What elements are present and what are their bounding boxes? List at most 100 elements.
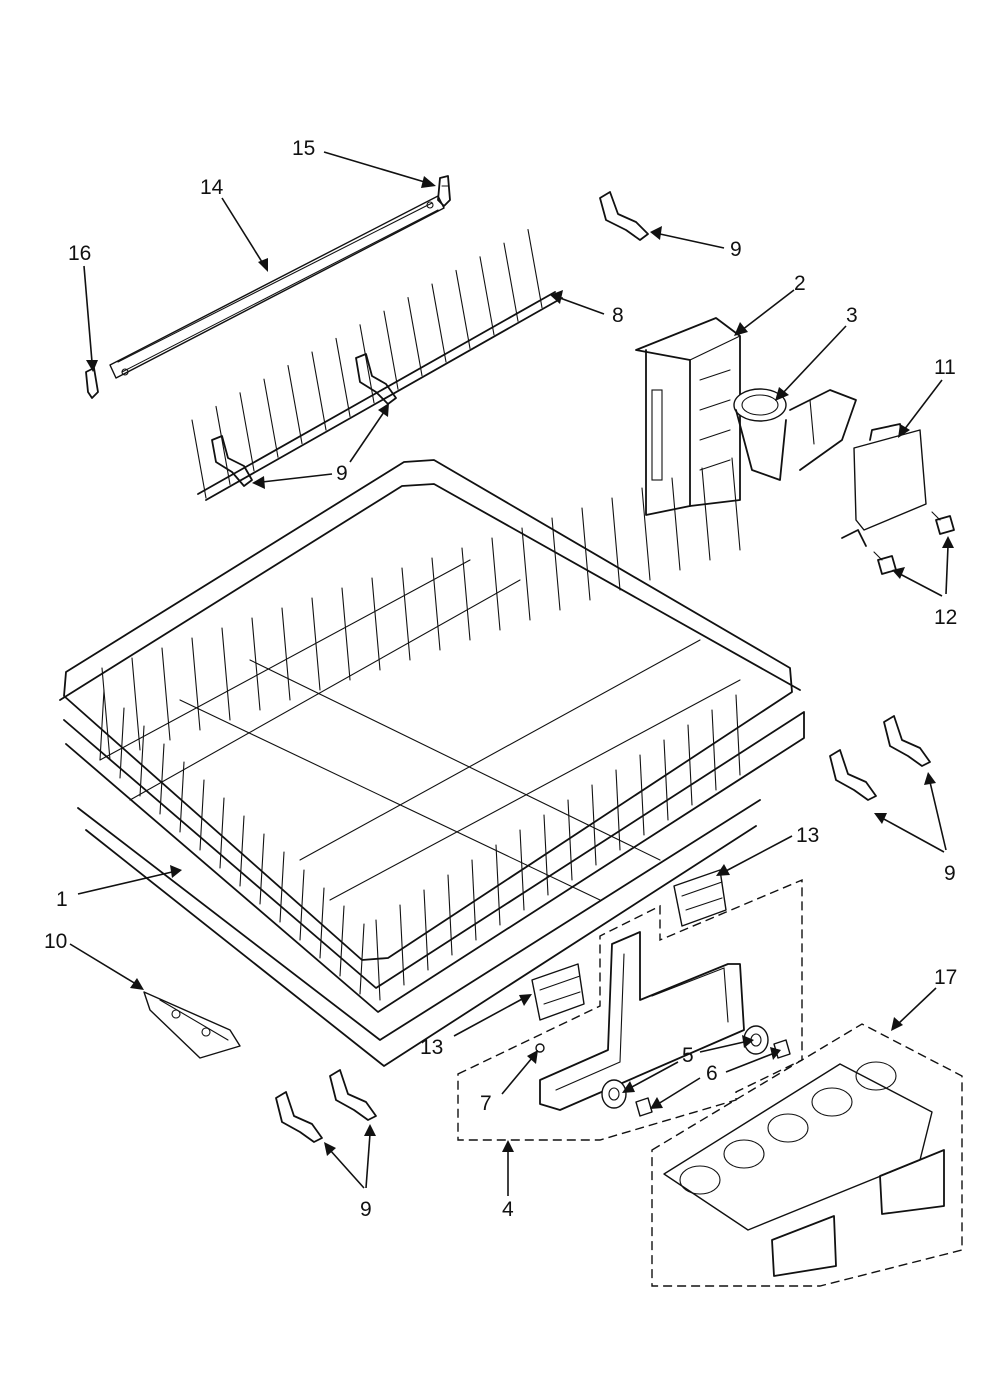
rack-tine <box>319 887 325 959</box>
rack-tine <box>279 851 285 923</box>
rack-tine <box>401 567 411 661</box>
shelf-tine <box>287 365 303 445</box>
rack-tine <box>399 904 405 986</box>
part-10-assembly <box>143 991 241 1059</box>
rack-tine <box>615 769 621 851</box>
part-9-clip-shelf-b <box>355 353 397 405</box>
callout-4: 4 <box>502 1198 514 1221</box>
part-2-adjuster <box>635 317 741 516</box>
part-13-holder-lower <box>531 963 585 1021</box>
rack-tine <box>199 779 205 851</box>
callout-14: 14 <box>200 176 224 199</box>
part-9-clip-right-a <box>829 749 877 801</box>
rack-tine <box>567 799 573 881</box>
rack-tine <box>139 725 145 797</box>
rack-tine <box>251 617 261 711</box>
rack-tine <box>731 457 741 551</box>
part-11-cover <box>841 423 927 547</box>
rack-tine <box>471 859 477 941</box>
rack-tine <box>521 527 531 621</box>
callout-10: 10 <box>44 930 67 953</box>
shelf-tine <box>431 283 447 363</box>
callout-6: 6 <box>706 1062 718 1085</box>
rack-tine <box>341 587 351 681</box>
shelf-tine <box>263 378 279 458</box>
part-3-lever <box>733 388 857 481</box>
rack-tine <box>495 844 501 926</box>
rack-tine <box>447 874 453 956</box>
tray-cell <box>855 1061 897 1091</box>
tray-cell <box>767 1113 809 1143</box>
rack-tine <box>161 647 171 741</box>
part-8-tine-row <box>191 229 563 501</box>
shelf-tine <box>383 310 399 390</box>
tray-cell <box>811 1087 853 1117</box>
rack-tine <box>701 467 711 561</box>
callout-13-upper: 13 <box>796 824 819 847</box>
tray-cell <box>723 1139 765 1169</box>
rack-tine <box>491 537 501 631</box>
rack-tine <box>641 487 651 581</box>
callout-8: 8 <box>612 304 624 327</box>
part-9-clip-right-b <box>883 715 931 767</box>
part-1-rack <box>59 457 805 1067</box>
shelf-tine <box>503 242 519 322</box>
callout-16: 16 <box>68 242 91 265</box>
part-4-frame <box>457 878 803 1141</box>
rack-tine <box>551 517 561 611</box>
rack-tine <box>299 869 305 941</box>
part-15-clip <box>437 175 451 207</box>
shelf-tine <box>239 392 255 472</box>
rack-tine <box>131 657 141 751</box>
part-17-tray <box>663 1061 945 1277</box>
callout-9-bottom: 9 <box>360 1198 372 1221</box>
rack-tine <box>339 905 345 977</box>
callout-2: 2 <box>794 272 806 295</box>
rack-tine <box>371 577 381 671</box>
rack-tine <box>735 694 741 776</box>
rack-tine <box>423 889 429 971</box>
shelf-tine <box>311 351 327 431</box>
rack-tine <box>119 707 125 779</box>
shelf-tine <box>335 337 351 417</box>
callout-5: 5 <box>682 1044 694 1067</box>
callout-1: 1 <box>56 888 68 911</box>
rack-tine <box>543 814 549 896</box>
callout-9-shelf: 9 <box>336 462 348 485</box>
rack-tine <box>179 761 185 833</box>
shelf-tine <box>407 297 423 377</box>
callout-13-lower: 13 <box>420 1036 443 1059</box>
callout-12: 12 <box>934 606 957 629</box>
part-16-stop <box>85 367 99 399</box>
tray-cell <box>679 1165 721 1195</box>
rack-tine <box>663 739 669 821</box>
part-9-clip-bottom-b <box>329 1069 377 1121</box>
shelf-tine <box>455 269 471 349</box>
shelf-tine <box>215 405 231 485</box>
rack-tine <box>101 667 111 761</box>
rack-tine <box>359 923 365 995</box>
rack-tine <box>159 743 165 815</box>
leader-lines <box>69 151 954 1196</box>
shelf-tine <box>191 419 207 499</box>
rack-tine <box>191 637 201 731</box>
shelf-tine <box>527 229 543 309</box>
rack-tine <box>99 689 105 761</box>
rack-tine <box>311 597 321 691</box>
rack-tine <box>219 797 225 869</box>
rack-tine <box>281 607 291 701</box>
shelf-tine <box>359 324 375 404</box>
part-9-clip-top <box>599 191 649 241</box>
rack-tine <box>611 497 621 591</box>
rack-tine <box>375 919 381 1001</box>
callout-9-top: 9 <box>730 238 742 261</box>
rack-tine <box>431 557 441 651</box>
part-5-wheels <box>601 1025 769 1109</box>
callout-17: 17 <box>934 966 957 989</box>
rack-tine <box>461 547 471 641</box>
part-9-clip-bottom-a <box>275 1091 323 1143</box>
rack-tine <box>239 815 245 887</box>
callout-9-right: 9 <box>944 862 956 885</box>
rack-tine <box>581 507 591 601</box>
